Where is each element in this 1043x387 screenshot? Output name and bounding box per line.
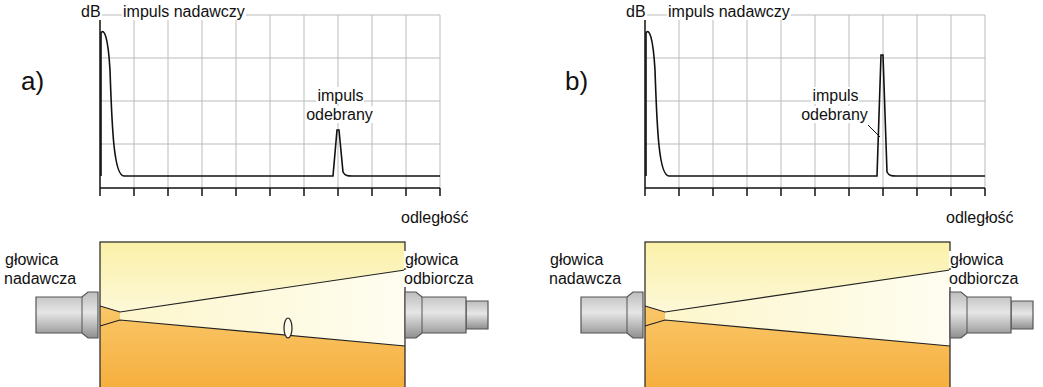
panel-letter: b): [564, 66, 589, 97]
panel-letter-text: b): [564, 66, 589, 96]
probe-label-text: głowica odbiorcza: [404, 251, 474, 287]
pulse-label-text: impuls odebrany: [801, 87, 869, 123]
panel-letter: a): [20, 66, 45, 97]
probe-label: głowica odbiorcza: [404, 250, 492, 288]
probe-label-text: głowica nadawcza: [4, 251, 77, 287]
leader-line: [868, 125, 880, 137]
pulse-label: impuls odebrany: [796, 86, 874, 124]
axis-label: odległość: [945, 208, 1015, 227]
pulse-label: impuls odebrany: [300, 86, 380, 124]
axis-label: dB: [625, 2, 647, 21]
probe-label: głowica odbiorcza: [949, 250, 1037, 288]
axis-label: odległość: [400, 208, 470, 227]
pulse-label: impuls nadawczy: [667, 2, 791, 21]
axis-label-text: odległość: [945, 209, 1015, 226]
probe-label-text: głowica odbiorcza: [949, 251, 1019, 287]
panel-letter-text: a): [20, 66, 45, 96]
axis-label: dB: [80, 2, 102, 21]
probe-label-text: głowica nadawcza: [549, 251, 622, 287]
panel-b: [581, 12, 1033, 387]
defect: [284, 318, 292, 338]
axis-label-text: dB: [625, 3, 647, 20]
panel-a: [36, 12, 488, 387]
signal-trace: [101, 32, 440, 176]
pulse-label-text: impuls nadawczy: [667, 3, 791, 20]
axis-label-text: odległość: [400, 209, 470, 226]
axis-label-text: dB: [80, 3, 102, 20]
pulse-label-text: impuls odebrany: [306, 87, 374, 123]
probe-label: głowica nadawcza: [4, 250, 92, 288]
pulse-label-text: impuls nadawczy: [122, 3, 246, 20]
pulse-label: impuls nadawczy: [122, 2, 246, 21]
probe-label: głowica nadawcza: [549, 250, 637, 288]
signal-trace: [646, 32, 985, 176]
